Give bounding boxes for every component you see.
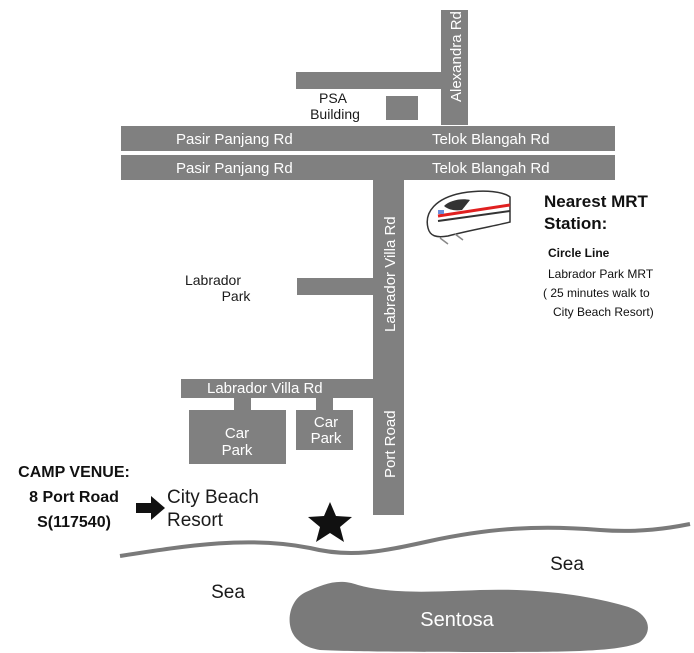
venue-line1: CAMP VENUE: xyxy=(18,464,130,481)
road-label-labrador-villa-horizontal: Labrador Villa Rd xyxy=(207,380,323,397)
road-pasir-telok-upper xyxy=(121,126,615,151)
resort-label-line2: Resort xyxy=(167,510,224,531)
carpark-2-label-line2: Park xyxy=(311,430,342,447)
carpark-1-label-line1: Car xyxy=(225,425,249,442)
mrt-desc-line3: City Beach Resort) xyxy=(553,305,654,319)
road-label-pasir-panjang-2: Pasir Panjang Rd xyxy=(176,160,293,177)
labrador-park-label-line2: Park xyxy=(222,288,252,304)
road-label-pasir-panjang-1: Pasir Panjang Rd xyxy=(176,131,293,148)
sea-label-left: Sea xyxy=(211,582,245,603)
mrt-desc-line1: Labrador Park MRT xyxy=(548,267,654,281)
carpark-2 xyxy=(296,410,353,450)
psa-building-block xyxy=(386,96,418,120)
coastline xyxy=(119,522,691,558)
sentosa-island xyxy=(289,581,648,652)
carpark-1-connector xyxy=(234,397,251,411)
psa-label-line1: PSA xyxy=(319,90,348,106)
carpark-1-label-line2: Park xyxy=(222,442,253,459)
road-label-labrador-villa-vertical: Labrador Villa Rd xyxy=(382,216,399,332)
star-icon xyxy=(308,502,352,542)
carpark-2-connector xyxy=(316,397,333,411)
road-label-telok-blangah-2: Telok Blangah Rd xyxy=(432,160,550,177)
arrow-right-icon xyxy=(136,496,165,520)
road-label-telok-blangah-1: Telok Blangah Rd xyxy=(432,131,550,148)
carpark-1 xyxy=(189,410,286,464)
road-pasir-telok-lower xyxy=(121,155,615,180)
resort-label-line1: City Beach xyxy=(167,487,259,508)
road-label-alexandra: Alexandra Rd xyxy=(448,11,465,102)
mrt-heading-line1: Nearest MRT xyxy=(544,192,648,211)
venue-line3: S(117540) xyxy=(37,514,111,531)
sentosa-label: Sentosa xyxy=(420,609,494,631)
labrador-park-label-line1: Labrador xyxy=(185,272,241,288)
psa-label-line2: Building xyxy=(310,106,360,122)
sea-label-right: Sea xyxy=(550,554,584,575)
carpark-2-label-line1: Car xyxy=(314,414,338,431)
road-alexandra xyxy=(441,10,468,125)
road-labrador-villa-horizontal xyxy=(181,379,374,398)
road-psa-spur xyxy=(296,72,442,89)
road-labrador-park-spur xyxy=(297,278,374,295)
train-icon xyxy=(426,190,511,245)
mrt-desc-line2: ( 25 minutes walk to xyxy=(543,286,650,300)
venue-line2: 8 Port Road xyxy=(29,489,119,506)
mrt-line-name: Circle Line xyxy=(548,246,610,260)
road-label-port-road: Port Road xyxy=(382,410,399,478)
road-labrador-villa-vertical xyxy=(373,180,404,515)
mrt-heading-line2: Station: xyxy=(544,214,608,233)
